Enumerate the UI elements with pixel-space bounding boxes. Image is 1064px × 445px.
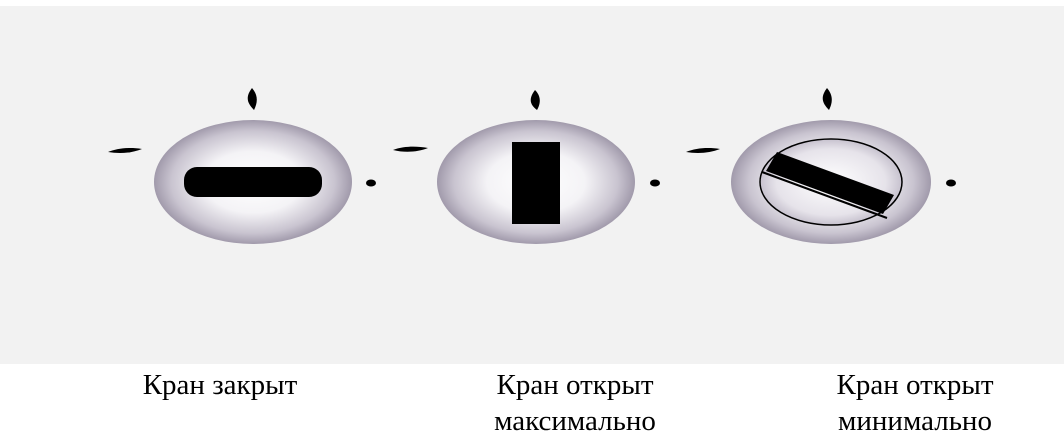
tick-mark-left xyxy=(393,146,428,152)
tick-mark-right xyxy=(946,179,956,187)
caption-line-2: максимально xyxy=(494,405,656,437)
tick-mark-left xyxy=(686,148,720,153)
valve-open-max xyxy=(393,90,660,244)
valve-open-min xyxy=(686,88,956,244)
valve-handle-edge xyxy=(761,171,888,219)
valve-handle-diagonal xyxy=(766,152,894,214)
valve-handle-vertical xyxy=(512,142,560,224)
caption-line-1: Кран закрыт xyxy=(142,369,298,401)
caption-open-max: Кран открыт максимально xyxy=(450,367,700,439)
caption-line-1: Кран открыт xyxy=(496,369,654,401)
valve-closed xyxy=(108,88,376,244)
tick-mark-top xyxy=(822,88,832,110)
tick-mark-top xyxy=(247,88,257,110)
caption-closed: Кран закрыт xyxy=(100,367,340,403)
caption-line-2: минимально xyxy=(838,405,992,437)
tick-mark-right xyxy=(366,179,376,187)
caption-open-min: Кран открыт минимально xyxy=(790,367,1040,439)
tick-mark-left xyxy=(108,148,142,153)
caption-line-1: Кран открыт xyxy=(836,369,994,401)
valve-handle-horizontal xyxy=(184,167,322,197)
tick-mark-right xyxy=(650,179,660,187)
tick-mark-top xyxy=(530,90,540,110)
